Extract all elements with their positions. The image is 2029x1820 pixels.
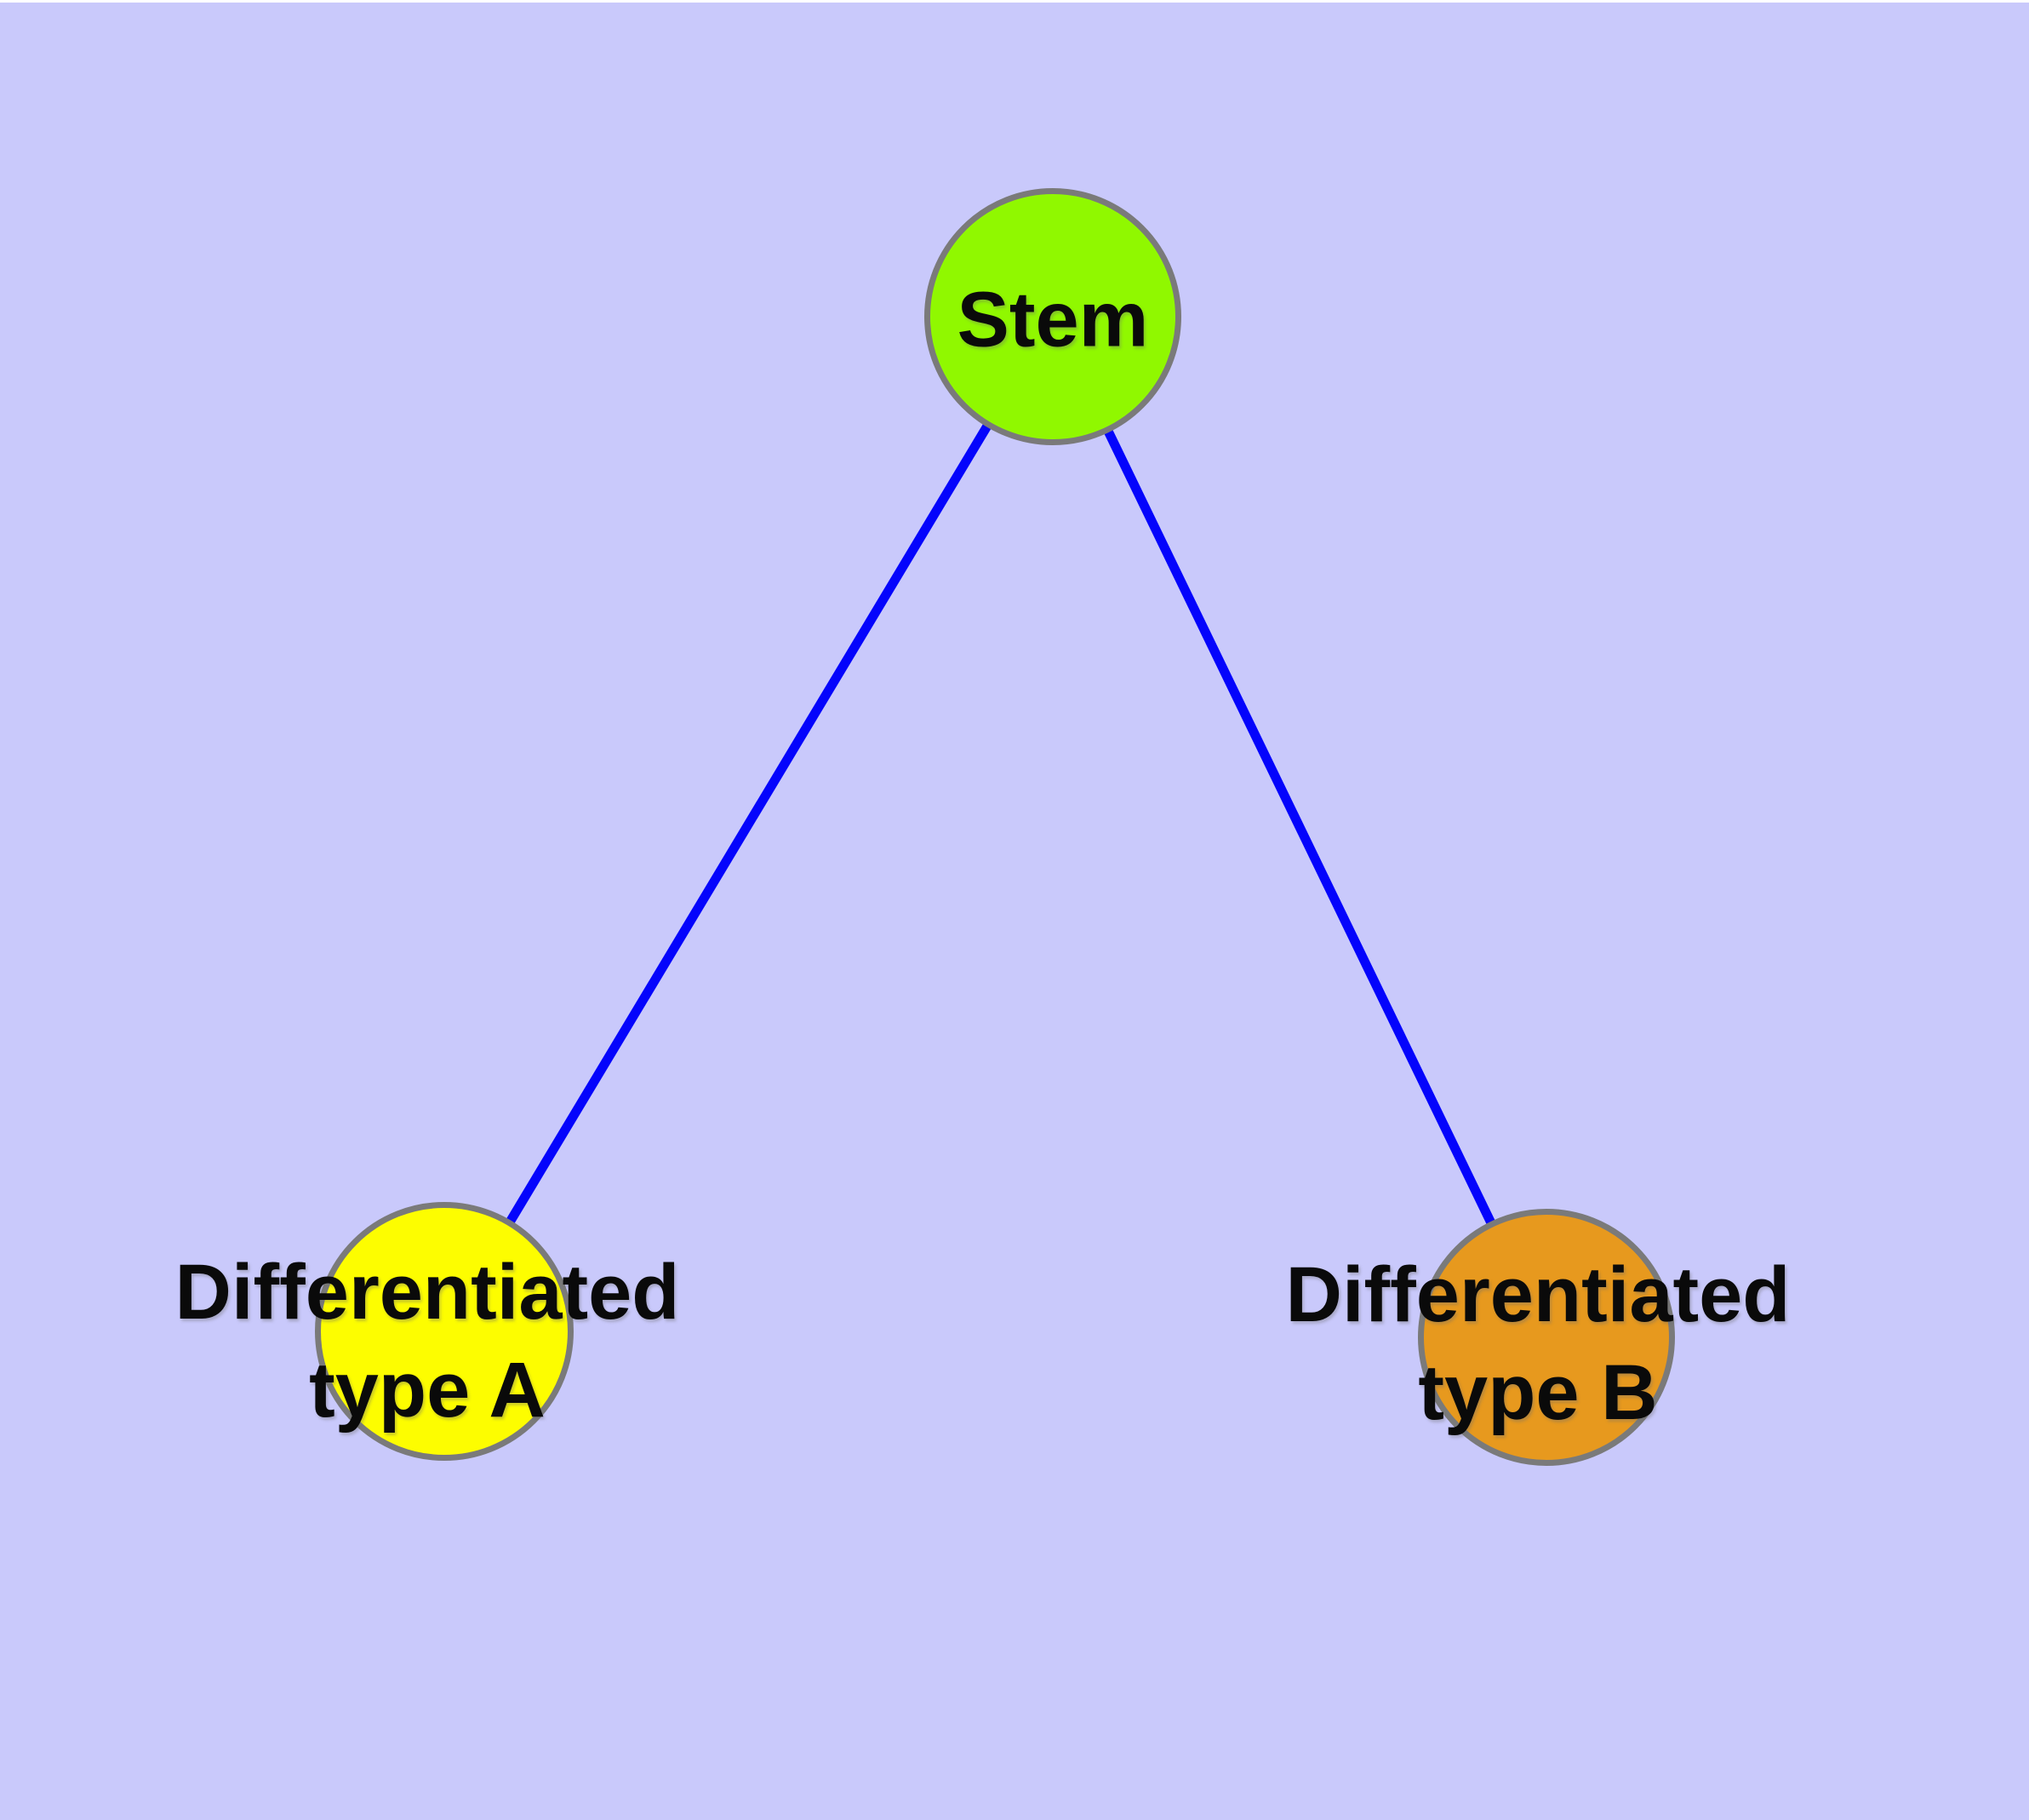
- node-diff-b-label: Differentiated type B: [1285, 1251, 1791, 1436]
- node-diff-a-label: Differentiated type A: [174, 1249, 680, 1434]
- node-stem-label: Stem: [957, 276, 1149, 363]
- edge-stem-diff-a: [440, 314, 1057, 1334]
- edge-stem-diff-b: [1049, 314, 1551, 1340]
- node-diff-b-circle: [1418, 1209, 1675, 1466]
- node-stem-circle: [924, 188, 1181, 445]
- window-top-strip: [0, 0, 2029, 3]
- node-diff-a-circle: [315, 1202, 574, 1461]
